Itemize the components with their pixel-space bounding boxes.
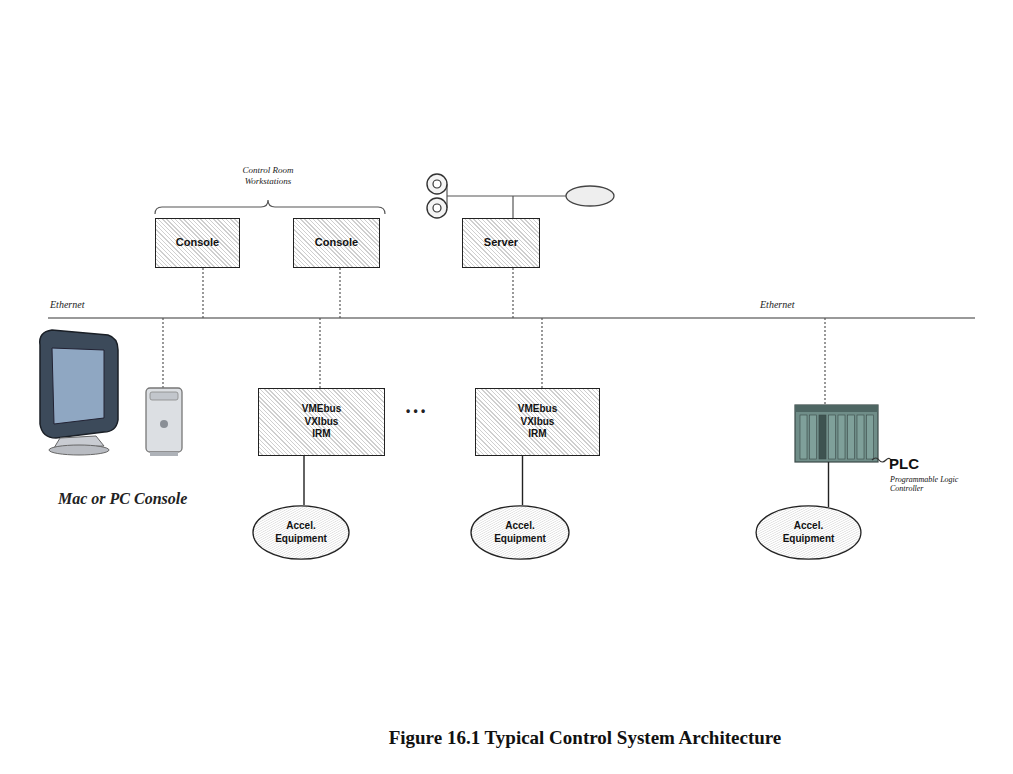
drop-line: [339, 268, 340, 318]
plc-modules: [800, 415, 874, 459]
drop-line: [162, 318, 163, 388]
ellipse-shape: [253, 506, 349, 559]
monitor-body: [40, 330, 118, 438]
component-box: VMEbus VXIbus IRM: [258, 388, 385, 456]
component-box: Console: [293, 218, 380, 268]
computer-cube: [146, 388, 182, 452]
box-label: Accel. Equipment: [781, 520, 837, 545]
ellipsis-mark: • • •: [406, 404, 425, 418]
ethernet-bus: [48, 317, 975, 319]
cube-handle: [150, 392, 178, 400]
plc-unit: PLCProgrammable Logic Controller: [795, 405, 878, 462]
plc-heading: PLC: [887, 455, 921, 472]
drop-line: [541, 318, 542, 388]
monitor-screen: [52, 348, 104, 424]
box-label: VMEbus VXIbus IRM: [516, 403, 559, 441]
equipment-ellipse: Accel. Equipment: [755, 505, 862, 560]
cube-foot: [150, 452, 178, 456]
storage-wire: [447, 195, 566, 196]
figure-caption: Figure 16.1 Typical Control System Archi…: [270, 727, 900, 749]
plc-module: [819, 415, 826, 459]
monitor-base: [49, 445, 109, 455]
box-label: Server: [482, 236, 520, 250]
network-label: Ethernet: [50, 299, 84, 311]
equipment-link: [303, 456, 304, 505]
tape-hub: [433, 180, 441, 188]
drop-line: [202, 268, 203, 318]
drop-line: [512, 268, 513, 318]
drop-line: [824, 318, 825, 405]
component-box: Server: [462, 218, 540, 268]
box-label: Accel. Equipment: [273, 520, 329, 545]
plc-rack-illustration: [795, 405, 892, 462]
storage-wire: [512, 196, 513, 218]
drop-line: [319, 318, 320, 388]
equipment-link: [828, 462, 829, 507]
group-label: Control Room Workstations: [228, 165, 308, 187]
plc-module: [829, 415, 836, 459]
plc-description: Programmable Logic Controller: [888, 475, 970, 493]
server-storage: [427, 174, 614, 218]
box-label: Accel. Equipment: [492, 520, 548, 545]
plc-module: [838, 415, 845, 459]
plc-module: [810, 415, 817, 459]
tape-hub: [433, 204, 441, 212]
component-box: Console: [155, 218, 240, 268]
plc-rack: [795, 405, 878, 462]
tape-reel: [427, 198, 447, 218]
plc-module: [867, 415, 874, 459]
tape-reel: [427, 174, 447, 194]
plc-module: [848, 415, 855, 459]
mac-console-illustration: [40, 330, 182, 456]
ellipse-shape: [471, 506, 569, 559]
component-box: VMEbus VXIbus IRM: [475, 388, 600, 456]
box-label: Console: [174, 236, 221, 250]
disk-drive: [566, 186, 614, 206]
box-label: VMEbus VXIbus IRM: [300, 403, 343, 441]
box-label: Console: [313, 236, 360, 250]
ellipse-shape: [756, 506, 861, 559]
equipment-ellipse: Accel. Equipment: [252, 505, 350, 560]
plc-module: [800, 415, 807, 459]
network-label: Ethernet: [760, 299, 794, 311]
plc-module: [857, 415, 864, 459]
equipment-ellipse: Accel. Equipment: [470, 505, 570, 560]
cube-logo: [160, 420, 168, 428]
network-drops: [163, 268, 825, 405]
console-label: Mac or PC Console: [58, 489, 187, 508]
plc-rack-top: [795, 405, 878, 412]
equipment-link: [522, 456, 523, 505]
bracket: [155, 200, 385, 214]
